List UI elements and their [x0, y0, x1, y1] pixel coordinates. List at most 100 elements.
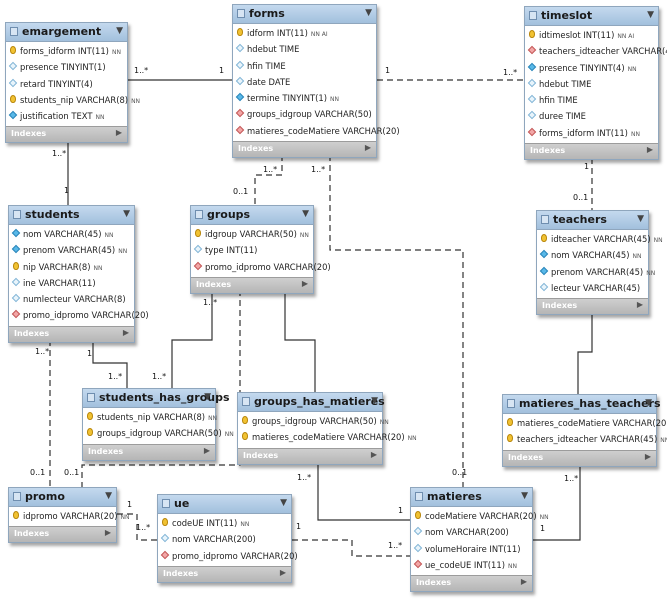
expand-arrow-icon[interactable]: ▶	[636, 300, 643, 310]
collapse-arrow-icon[interactable]: ▼	[204, 392, 211, 402]
column-row[interactable]: idpromo VARCHAR(20)NN	[9, 508, 129, 524]
column-row[interactable]: prenom VARCHAR(45)NN	[9, 242, 134, 258]
indexes-section[interactable]: Indexes ▶	[9, 325, 134, 342]
expand-arrow-icon[interactable]: ▶	[279, 567, 286, 577]
table-header[interactable]: groups_has_matieres ▼	[238, 393, 385, 412]
column-row[interactable]: hfin TIME	[525, 92, 658, 108]
column-row[interactable]: promo_idpromo VARCHAR(20)	[158, 548, 298, 564]
indexes-section[interactable]: Indexes ▶	[83, 443, 215, 460]
column-row[interactable]: type INT(11)	[191, 242, 313, 258]
expand-arrow-icon[interactable]: ▶	[644, 451, 651, 461]
column-row[interactable]: date DATE	[233, 74, 376, 90]
table-header[interactable]: timeslot ▼	[525, 7, 658, 26]
table-header[interactable]: forms ▼	[233, 5, 376, 24]
column-row[interactable]: groups_idgroup VARCHAR(50)NN	[238, 413, 389, 429]
indexes-section[interactable]: Indexes ▶	[158, 565, 291, 582]
column-row[interactable]: groups_idgroup VARCHAR(50)NN	[83, 425, 234, 441]
indexes-section[interactable]: Indexes ▶	[238, 447, 382, 464]
column-row[interactable]: prenom VARCHAR(45)NN	[537, 264, 655, 280]
indexes-section[interactable]: Indexes ▶	[503, 449, 656, 466]
table-header[interactable]: matieres_has_teachers ▼	[503, 395, 661, 414]
indexes-section[interactable]: Indexes ▶	[9, 526, 116, 543]
column-row[interactable]: forms_idform INT(11)NN	[525, 125, 658, 141]
column-row[interactable]: promo_idpromo VARCHAR(20)	[9, 307, 149, 323]
indexes-section[interactable]: Indexes ▶	[191, 276, 313, 293]
table-header[interactable]: promo ▼	[9, 488, 116, 507]
column-row[interactable]: ine VARCHAR(11)	[9, 275, 134, 291]
column-row[interactable]: teachers_idteacher VARCHAR(45)	[525, 43, 667, 59]
column-row[interactable]: hdebut TIME	[525, 76, 658, 92]
expand-arrow-icon[interactable]: ▶	[301, 278, 308, 288]
column-row[interactable]: hdebut TIME	[233, 41, 376, 57]
expand-arrow-icon[interactable]: ▶	[203, 445, 210, 455]
table-header[interactable]: teachers ▼	[537, 211, 648, 230]
column-row[interactable]: promo_idpromo VARCHAR(20)	[191, 259, 331, 275]
column-row[interactable]: forms_idform INT(11)NN	[6, 43, 127, 59]
column-row[interactable]: students_nip VARCHAR(8)NN	[6, 92, 140, 108]
collapse-arrow-icon[interactable]: ▼	[123, 209, 130, 219]
collapse-arrow-icon[interactable]: ▼	[637, 214, 644, 224]
table-students-has-groups[interactable]: students_has_groups ▼ students_nip VARCH…	[82, 388, 234, 461]
column-row[interactable]: codeUE INT(11)NN	[158, 515, 291, 531]
collapse-arrow-icon[interactable]: ▼	[280, 498, 287, 508]
column-row[interactable]: idtimeslot INT(11)NN AI	[525, 27, 658, 43]
column-row[interactable]: volumeHoraire INT(11)	[411, 541, 532, 557]
column-row[interactable]: idform INT(11)NN AI	[233, 25, 376, 41]
table-header[interactable]: students ▼	[9, 206, 134, 225]
table-header[interactable]: matieres ▼	[411, 488, 532, 507]
indexes-section[interactable]: Indexes ▶	[233, 141, 376, 158]
column-row[interactable]: hfin TIME	[233, 58, 376, 74]
expand-arrow-icon[interactable]: ▶	[520, 577, 527, 587]
column-row[interactable]: nip VARCHAR(8)NN	[9, 259, 134, 275]
column-row[interactable]: codeMatiere VARCHAR(20)NN	[411, 508, 549, 524]
column-row[interactable]: groups_idgroup VARCHAR(50)	[233, 106, 376, 122]
table-header[interactable]: emargement ▼	[6, 23, 127, 42]
column-row[interactable]: matieres_codeMatiere VARCHAR(20)NN	[503, 415, 667, 431]
table-header[interactable]: groups ▼	[191, 206, 313, 225]
expand-arrow-icon[interactable]: ▶	[646, 145, 653, 155]
indexes-section[interactable]: Indexes ▶	[537, 298, 648, 315]
column-row[interactable]: termine TINYINT(1)NN	[233, 90, 376, 106]
expand-arrow-icon[interactable]: ▶	[122, 327, 129, 337]
indexes-section[interactable]: Indexes ▶	[411, 575, 532, 592]
column-row[interactable]: teachers_idteacher VARCHAR(45)NN	[503, 431, 667, 447]
table-header[interactable]: students_has_groups ▼	[83, 389, 230, 408]
table-groups-has-matieres[interactable]: groups_has_matieres ▼ groups_idgroup VAR…	[237, 392, 417, 465]
column-row[interactable]: idteacher VARCHAR(45)NN	[537, 231, 663, 247]
column-row[interactable]: matieres_codeMatiere VARCHAR(20)	[233, 123, 400, 139]
column-row[interactable]: nom VARCHAR(200)	[411, 524, 532, 540]
column-row[interactable]: retard TINYINT(4)	[6, 76, 127, 92]
collapse-arrow-icon[interactable]: ▼	[105, 491, 112, 501]
collapse-arrow-icon[interactable]: ▼	[645, 398, 652, 408]
column-row[interactable]: ue_codeUE INT(11)NN	[411, 557, 532, 573]
column-row[interactable]: duree TIME	[525, 108, 658, 124]
column-row[interactable]: matieres_codeMatiere VARCHAR(20)NN	[238, 429, 417, 445]
indexes-section[interactable]: Indexes ▶	[6, 126, 127, 143]
collapse-arrow-icon[interactable]: ▼	[647, 10, 654, 20]
column-row[interactable]: numlecteur VARCHAR(8)	[9, 291, 134, 307]
column-row[interactable]: nom VARCHAR(200)	[158, 531, 291, 547]
collapse-arrow-icon[interactable]: ▼	[302, 209, 309, 219]
collapse-arrow-icon[interactable]: ▼	[521, 491, 528, 501]
column-row[interactable]: nom VARCHAR(45)NN	[537, 247, 648, 263]
expand-arrow-icon[interactable]: ▶	[364, 143, 371, 153]
collapse-arrow-icon[interactable]: ▼	[116, 26, 123, 36]
column-row[interactable]: nom VARCHAR(45)NN	[9, 226, 134, 242]
table-promo[interactable]: promo ▼ idpromo VARCHAR(20)NN Indexes ▶	[8, 487, 129, 544]
expand-arrow-icon[interactable]: ▶	[115, 128, 122, 138]
column-row[interactable]: lecteur VARCHAR(45)	[537, 280, 648, 296]
column-row[interactable]: students_nip VARCHAR(8)NN	[83, 409, 217, 425]
table-header[interactable]: ue ▼	[158, 495, 291, 514]
column-row[interactable]: presence TINYINT(4)NN	[525, 60, 658, 76]
table-matieres-has-teachers[interactable]: matieres_has_teachers ▼ matieres_codeMat…	[502, 394, 667, 467]
expand-arrow-icon[interactable]: ▶	[104, 528, 111, 538]
expand-arrow-icon[interactable]: ▶	[370, 449, 377, 459]
